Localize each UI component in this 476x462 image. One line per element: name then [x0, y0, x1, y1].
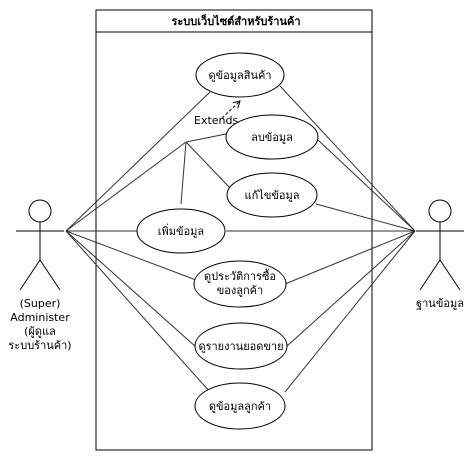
use-case-label: ดูรายงานยอดขาย: [198, 340, 283, 353]
extends-label: Extends: [194, 114, 238, 127]
use-case-label: เพิ่มข้อมูล: [158, 223, 204, 238]
admin-label-line: Administer: [10, 311, 70, 324]
use-case-label: ของลูกค้า: [217, 284, 263, 297]
extends-relations: Extends: [180, 101, 240, 205]
actor-admin: (Super) Administer (ผู้ดูแล ระบบร้านค้า): [8, 199, 72, 352]
system-title: ระบบเว็บไซต์สำหรับร้านค้า: [171, 14, 300, 28]
use-case-label: แก้ไขข้อมูล: [245, 189, 300, 202]
use-case-view-products[interactable]: ดูข้อมูลสินค้า: [195, 52, 285, 98]
use-case-label: ลบข้อมูล: [251, 131, 293, 144]
extends-arrow: [221, 101, 240, 119]
admin-label-line: ระบบร้านค้า): [8, 339, 71, 352]
admin-label-line: (ผู้ดูแล: [24, 325, 56, 338]
use-case-add-data[interactable]: เพิ่มข้อมูล: [136, 208, 226, 254]
use-case-edit-data[interactable]: แก้ไขข้อมูล: [226, 172, 318, 218]
use-case-sales-report[interactable]: ดูรายงานยอดขาย: [194, 322, 288, 370]
use-case-order-history[interactable]: ดูประวัติการซื้อ ของลูกค้า: [193, 260, 287, 308]
actor-database: ฐานข้อมูล: [416, 199, 464, 310]
use-case-label: ดูประวัติการซื้อ: [204, 268, 276, 283]
admin-stick-figure-icon: [16, 199, 64, 291]
use-case-view-customers[interactable]: ดูข้อมูลลูกค้า: [194, 382, 286, 430]
use-case-label: ดูข้อมูลสินค้า: [208, 69, 271, 82]
use-case-delete-data[interactable]: ลบข้อมูล: [225, 114, 319, 160]
admin-label-line: (Super): [20, 297, 61, 310]
database-stick-figure-icon: [416, 199, 464, 291]
admin-associations: [65, 91, 211, 393]
database-label: ฐานข้อมูล: [416, 297, 464, 310]
use-case-label: ดูข้อมูลลูกค้า: [209, 400, 271, 413]
database-associations: [226, 85, 416, 393]
